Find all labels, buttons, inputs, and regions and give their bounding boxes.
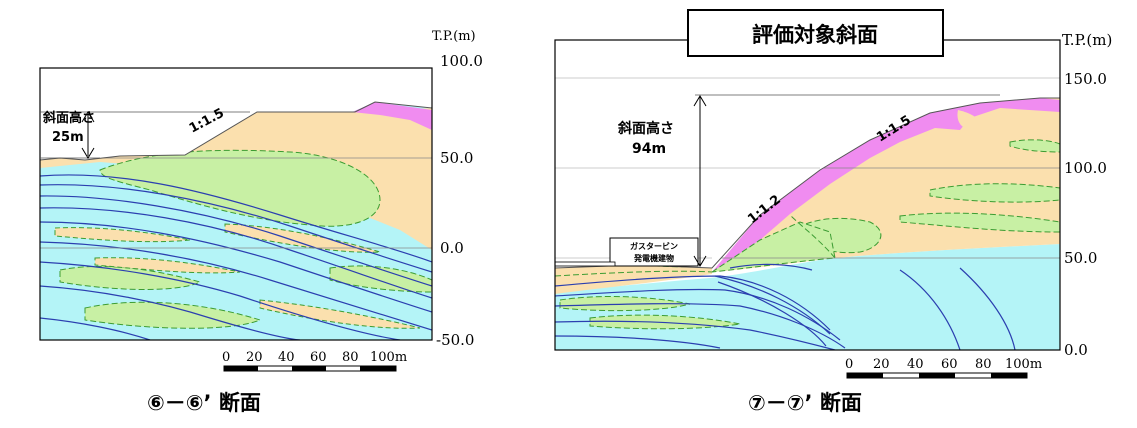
- right-geology: [555, 40, 1060, 350]
- building-foundation: [555, 261, 616, 267]
- left-arrow-head-up: [81, 111, 95, 123]
- left-arrow-head-down: [81, 147, 95, 159]
- left-tan-lens-4: [259, 299, 421, 329]
- building-label-line2: 発電機建物: [633, 253, 674, 263]
- left-scale-60: 60: [310, 350, 327, 365]
- right-green-lens-3: [899, 212, 1060, 233]
- right-tick-0: 0.0: [1064, 341, 1088, 359]
- left-green-lens-2: [59, 265, 202, 290]
- right-scale-0: 0: [845, 357, 853, 372]
- building-label-line1: ガスタービン: [630, 241, 678, 251]
- right-scale-80: 80: [975, 357, 992, 372]
- left-surface-layer: [352, 102, 432, 130]
- left-tick-0: 0.0: [440, 239, 464, 257]
- left-green-lens-1: [99, 149, 381, 227]
- right-height-label-line2: 94m: [632, 141, 666, 157]
- right-tick-50: 50.0: [1064, 249, 1097, 267]
- evaluation-slope-title: 評価対象斜面: [752, 23, 878, 47]
- right-green-lens-2: [929, 183, 1060, 203]
- left-bedding-lines: [40, 174, 432, 340]
- right-scale-bar: 0 20 40 60 80 100m: [845, 357, 1042, 379]
- right-tick-150: 150.0: [1064, 70, 1107, 88]
- left-scale-seg5: [360, 366, 396, 371]
- left-height-label-line2: 25m: [52, 130, 84, 145]
- building: [609, 237, 699, 267]
- left-geology: [40, 68, 432, 340]
- left-scale-100: 100m: [370, 350, 407, 365]
- left-sky: [40, 68, 432, 160]
- right-scale-40: 40: [907, 357, 924, 372]
- left-cross-section: 斜面高さ 25m 1:1.5 T.P.(m) 100.0 50.0 0.0 -5…: [39, 29, 483, 415]
- left-green-lens-3: [84, 301, 262, 329]
- evaluation-slope-title-box: [687, 9, 944, 57]
- left-scale-40: 40: [278, 350, 295, 365]
- left-frame: [39, 67, 433, 341]
- right-cross-section: 評価対象斜面 ガスタービン 発電機建物 斜面高さ 94m 1:1.5 1:1.2…: [554, 9, 1112, 415]
- left-scale-seg1: [224, 366, 258, 371]
- left-tick-100: 100.0: [440, 52, 483, 70]
- left-caption: ⑥－⑥’ 断面: [147, 391, 261, 415]
- right-caption: ⑦－⑦’ 断面: [748, 391, 862, 415]
- right-sky: [555, 40, 1060, 268]
- right-tan-pocket: [957, 110, 979, 130]
- right-scale-seg1: [847, 373, 883, 378]
- left-scale-20: 20: [246, 350, 263, 365]
- left-tan-lens-1: [54, 227, 191, 243]
- left-scale-0: 0: [222, 350, 230, 365]
- left-scale-80: 80: [342, 350, 359, 365]
- right-green-lens-4: [1009, 139, 1060, 153]
- left-ground-surface: [40, 101, 432, 161]
- right-arrow-head-up: [693, 95, 707, 107]
- left-scale-bar: 0 20 40 60 80 100m: [222, 350, 407, 372]
- left-tick-50: 50.0: [440, 149, 473, 167]
- right-unit-label: T.P.(m): [1062, 31, 1112, 49]
- left-tick-neg50: -50.0: [436, 331, 474, 349]
- right-contact-lines: [555, 214, 836, 277]
- right-tick-100: 100.0: [1064, 159, 1107, 177]
- right-height-label-line1: 斜面高さ: [617, 120, 674, 137]
- left-height-label-line1: 斜面高さ: [42, 110, 95, 126]
- left-tan-lens-2: [94, 257, 241, 274]
- right-bedding-lines: [555, 263, 1016, 350]
- right-scale-60: 60: [941, 357, 958, 372]
- right-scale-seg3: [919, 373, 955, 378]
- left-scale-seg3: [292, 366, 326, 371]
- right-scale-20: 20: [873, 357, 890, 372]
- right-scale-seg5: [991, 373, 1027, 378]
- left-unit-label: T.P.(m): [432, 29, 476, 44]
- right-green-wedge: [711, 221, 836, 273]
- right-arrow-head-down: [693, 255, 707, 267]
- right-scale-100: 100m: [1005, 357, 1042, 372]
